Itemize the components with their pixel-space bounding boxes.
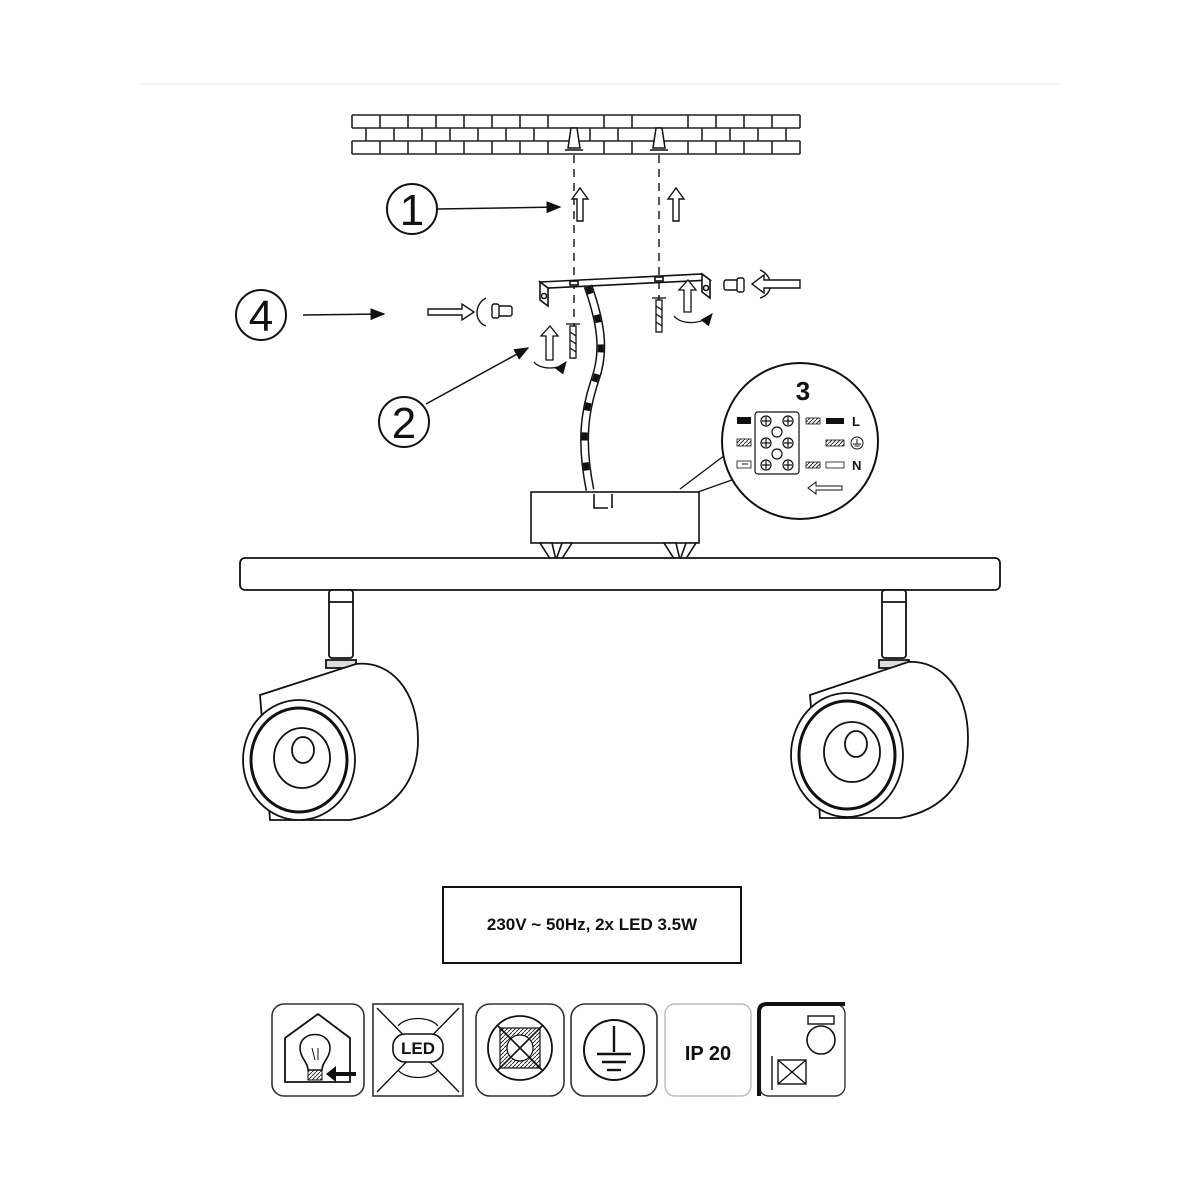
protective-earth-icon (570, 1003, 658, 1097)
insert-arrow (807, 481, 843, 495)
wiring-detail: 3 L N (679, 362, 879, 520)
spotlight-left (242, 589, 419, 821)
side-screws (427, 269, 801, 327)
step-4-callout: 4 (235, 289, 386, 341)
step-1-number: 1 (400, 186, 424, 235)
step-4-number: 4 (249, 292, 273, 341)
spec-text: 230V ~ 50Hz, 2x LED 3.5W (486, 915, 698, 934)
up-arrows (570, 186, 686, 222)
ip-rating-icon: IP 20 (664, 1003, 752, 1097)
earth-small-icon (850, 436, 864, 450)
terminal-block (754, 411, 800, 475)
step-2-callout: 2 (378, 347, 530, 448)
replaceable-bulb-icon (271, 1003, 365, 1097)
step-1-callout: 1 (386, 183, 562, 235)
canopy-box (530, 491, 700, 570)
bracket-screws (566, 297, 666, 359)
ip-rating-label: IP 20 (685, 1043, 731, 1065)
rotation-arrows (533, 278, 713, 375)
mounting-bracket (537, 272, 713, 308)
spec-box: 230V ~ 50Hz, 2x LED 3.5W (442, 886, 742, 964)
live-label: L (852, 414, 860, 429)
spotlight-right (790, 589, 969, 819)
svg-text:LED: LED (401, 1039, 435, 1058)
minimum-distance-icon (757, 1002, 846, 1097)
no-cover-insulation-icon (475, 1003, 565, 1097)
step-3-number: 3 (796, 376, 810, 406)
ceiling-anchors (565, 127, 668, 151)
lamp-bar (239, 557, 1001, 591)
drill-guides (573, 155, 660, 360)
neutral-label: N (852, 458, 861, 473)
ceiling-wall (351, 114, 801, 155)
step-2-number: 2 (392, 399, 416, 448)
led-non-replaceable-icon: LED (372, 1003, 464, 1097)
supply-cable (580, 284, 606, 491)
